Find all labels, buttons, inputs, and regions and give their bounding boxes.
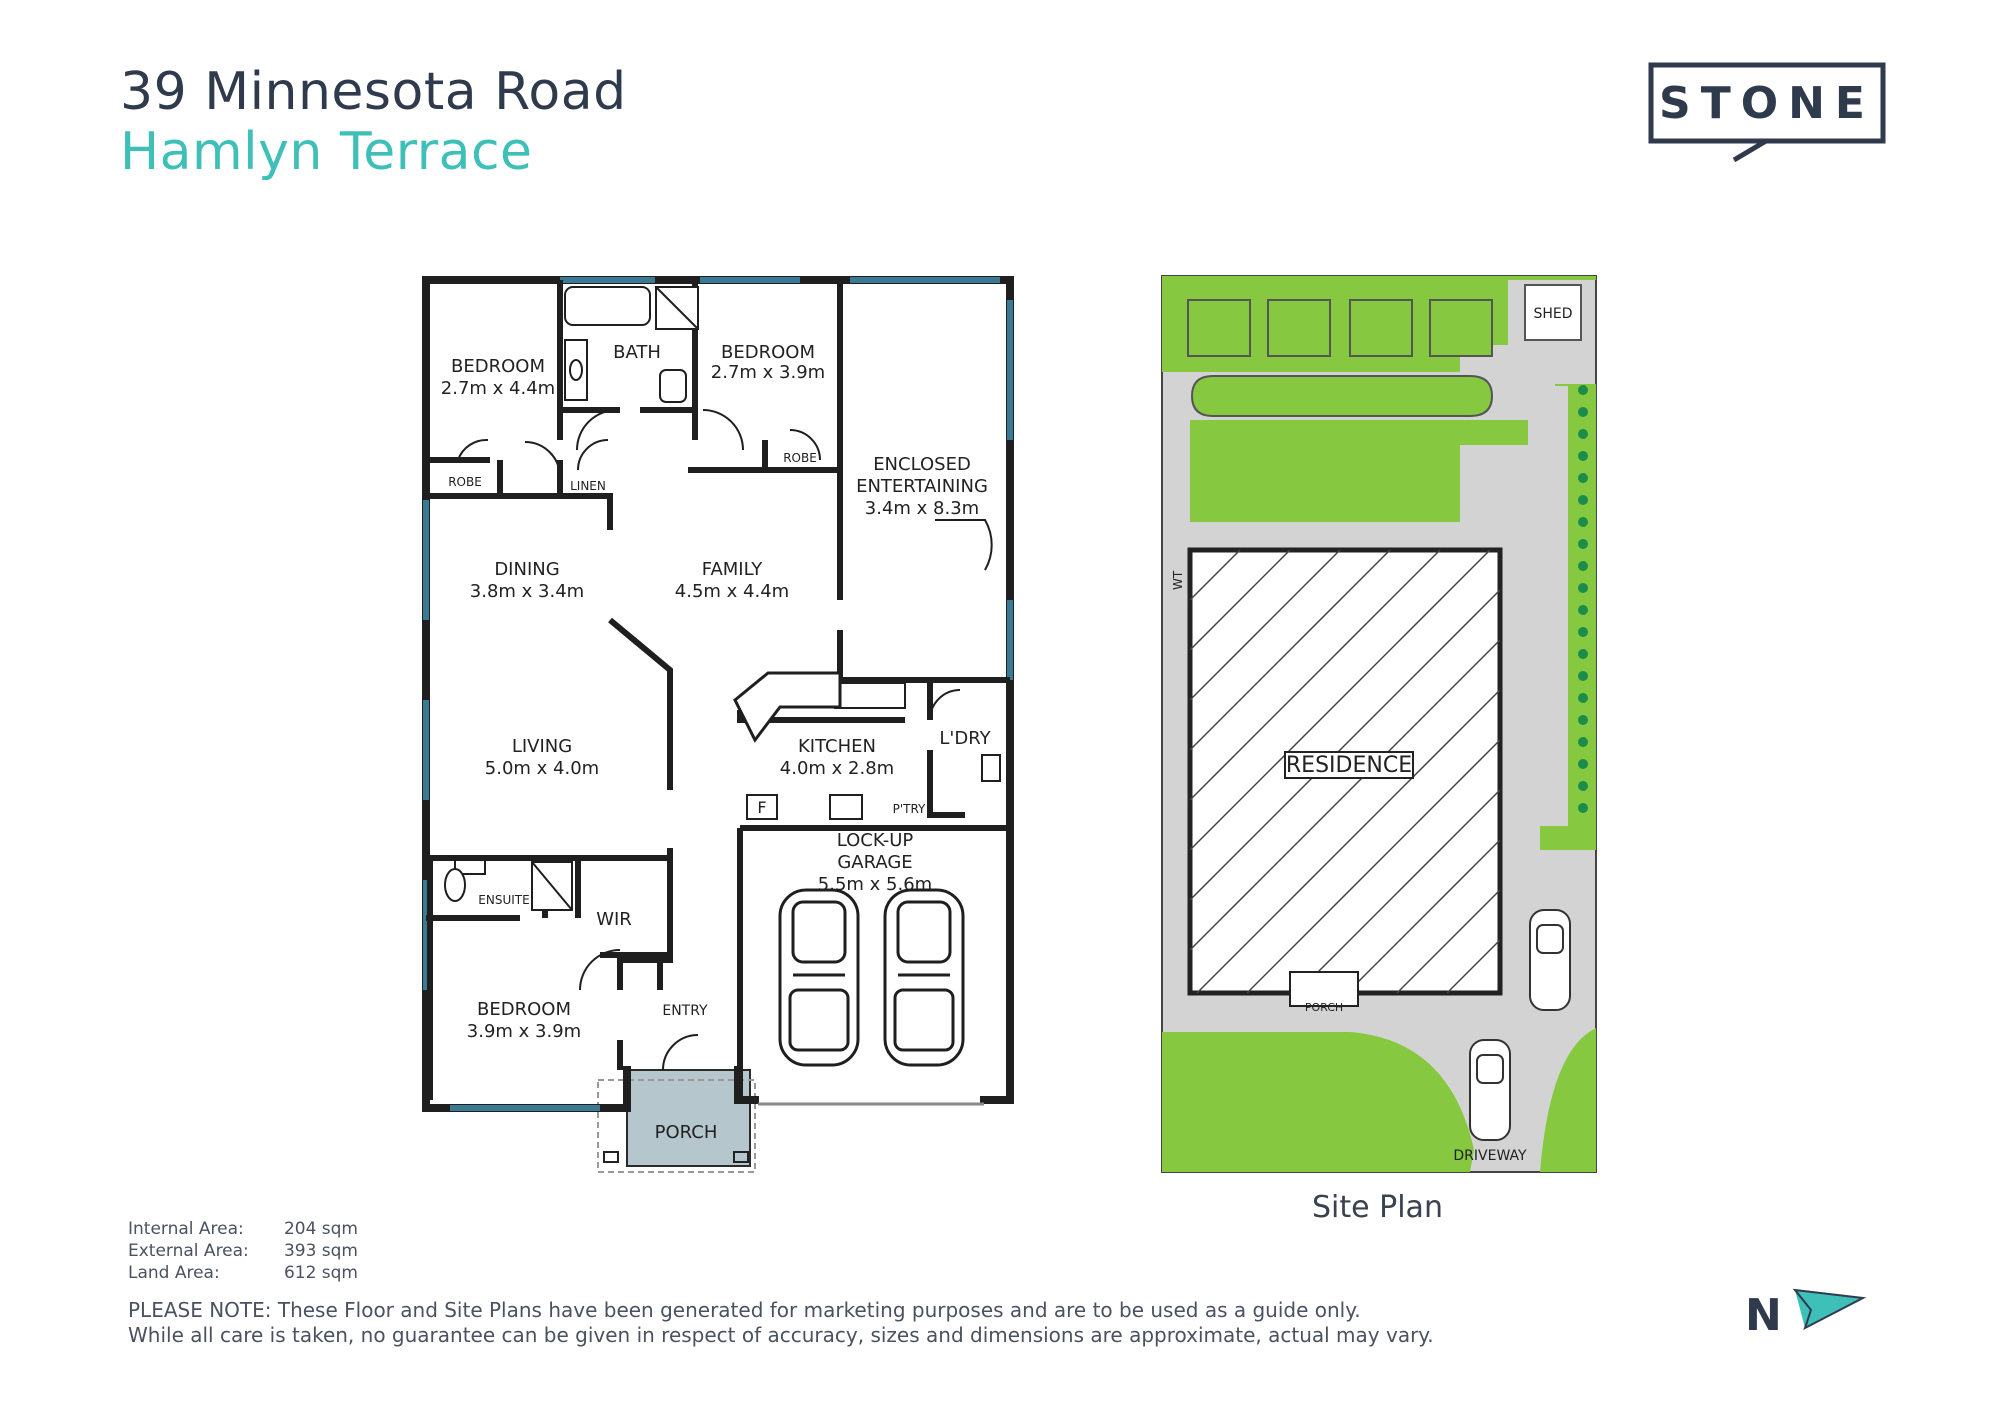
area-value: 393 sqm: [283, 1241, 358, 1261]
enclosed-label-line2: ENTERTAINING: [856, 476, 988, 497]
garage-label-line2: GARAGE: [837, 852, 912, 873]
bath-label: BATH: [613, 342, 661, 363]
disclaimer-line2: While all care is taken, no guarantee ca…: [128, 1323, 1434, 1347]
garage-car-left: [778, 888, 860, 1067]
fridge-label: F: [757, 798, 766, 817]
shed-box: [1524, 284, 1582, 341]
ensuite-label: ENSUITE: [478, 893, 529, 907]
laundry-label: L'DRY: [939, 728, 991, 749]
dining-label: DINING: [494, 559, 559, 580]
address-suburb: Hamlyn Terrace: [120, 122, 533, 182]
site-plan-caption: Site Plan: [1312, 1190, 1443, 1225]
living-size: 5.0m x 4.0m: [485, 758, 599, 779]
area-value: 612 sqm: [283, 1263, 358, 1283]
pantry-label: P'TRY: [893, 802, 926, 816]
wir-label: WIR: [596, 909, 632, 930]
bedroom3-size: 3.9m x 3.9m: [467, 1021, 581, 1042]
address-street: 39 Minnesota Road: [120, 62, 627, 122]
garage-label-line1: LOCK-UP: [837, 830, 914, 851]
bedroom2-label: BEDROOM: [721, 342, 815, 363]
disclaimer: PLEASE NOTE: These Floor and Site Plans …: [128, 1298, 1434, 1348]
area-label: Internal Area:: [128, 1219, 244, 1239]
family-size: 4.5m x 4.4m: [675, 581, 789, 602]
robe1-label: ROBE: [448, 475, 482, 489]
logo-text: STONE: [1659, 78, 1875, 129]
family-label: FAMILY: [702, 559, 763, 580]
area-value: 204 sqm: [283, 1219, 358, 1239]
porch-label: PORCH: [655, 1122, 718, 1143]
area-label: Land Area:: [128, 1263, 220, 1283]
enclosed-size: 3.4m x 8.3m: [865, 498, 979, 519]
site-porch-label: PORCH: [1305, 1001, 1343, 1014]
bedroom1-size: 2.7m x 4.4m: [441, 378, 555, 399]
area-row-external: External Area: 393 sqm: [128, 1240, 358, 1262]
garage-car-right: [883, 888, 965, 1067]
dining-size: 3.8m x 3.4m: [470, 581, 584, 602]
linen-label: LINEN: [570, 479, 606, 493]
disclaimer-line1: PLEASE NOTE: These Floor and Site Plans …: [128, 1298, 1361, 1322]
driveway-label: DRIVEWAY: [1453, 1148, 1527, 1164]
entry-label: ENTRY: [662, 1003, 708, 1019]
stone-logo: STONE: [1648, 62, 1886, 162]
shed-label: SHED: [1533, 306, 1572, 322]
bedroom3-label: BEDROOM: [477, 999, 571, 1020]
area-label: External Area:: [128, 1241, 249, 1261]
site-plan: SHED RESIDENCE PORCH WT: [1161, 275, 1597, 1173]
floor-plan: BEDROOM 2.7m x 4.4m BATH BEDROOM 2.7m x …: [422, 276, 1014, 1173]
enclosed-label-line1: ENCLOSED: [873, 454, 971, 475]
area-row-internal: Internal Area: 204 sqm: [128, 1218, 358, 1240]
kitchen-size: 4.0m x 2.8m: [780, 758, 894, 779]
area-row-land: Land Area: 612 sqm: [128, 1262, 358, 1284]
bedroom1-label: BEDROOM: [451, 356, 545, 377]
garage-size: 5.5m x 5.6m: [818, 874, 932, 895]
living-label: LIVING: [512, 736, 572, 757]
bedroom2-size: 2.7m x 3.9m: [711, 362, 825, 383]
area-summary: Internal Area: 204 sqm External Area: 39…: [128, 1218, 358, 1284]
north-arrow-icon: N: [1745, 1288, 1867, 1340]
kitchen-label: KITCHEN: [798, 736, 876, 757]
north-letter: N: [1745, 1290, 1782, 1340]
residence-label: RESIDENCE: [1286, 753, 1412, 778]
robe2-label: ROBE: [783, 451, 817, 465]
wt-label: WT: [1171, 570, 1185, 590]
